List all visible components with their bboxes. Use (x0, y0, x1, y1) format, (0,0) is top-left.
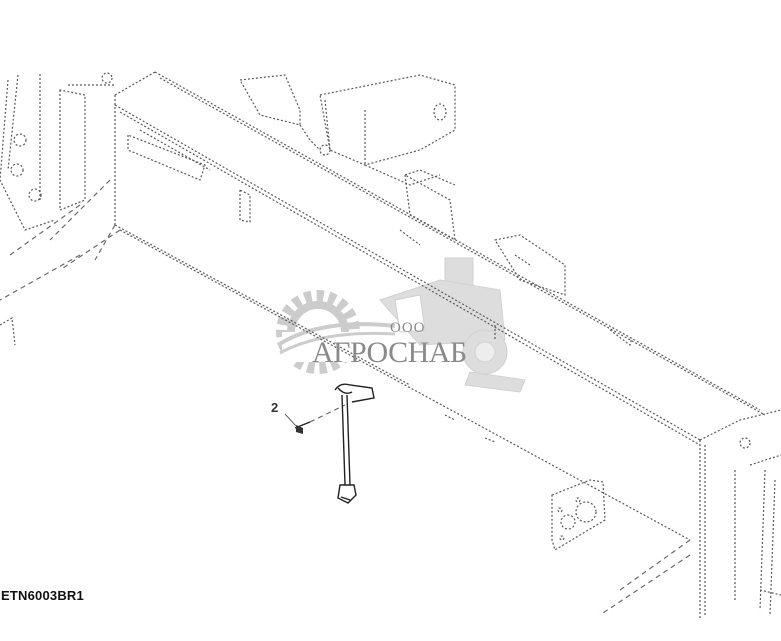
left-frame-bracket (0, 72, 115, 346)
combine-harvester-icon (379, 257, 526, 393)
callout-number-2: 2 (271, 400, 279, 415)
watermark-logo (276, 257, 526, 393)
mounting-plate (551, 479, 606, 551)
upper-mount-bracket (239, 74, 456, 186)
figure-id: ETN6003BR1 (1, 588, 84, 603)
watermark-name: АГРОСНАБ (312, 336, 467, 369)
main-frame-beam (59, 71, 766, 541)
gear-icon (276, 290, 396, 374)
right-end-frame (599, 409, 781, 620)
watermark-prefix: ООО (390, 320, 426, 336)
sensor-assembly (294, 383, 375, 504)
bolt-head (296, 425, 303, 434)
callout-leader (284, 413, 297, 427)
side-bracket (399, 169, 566, 296)
